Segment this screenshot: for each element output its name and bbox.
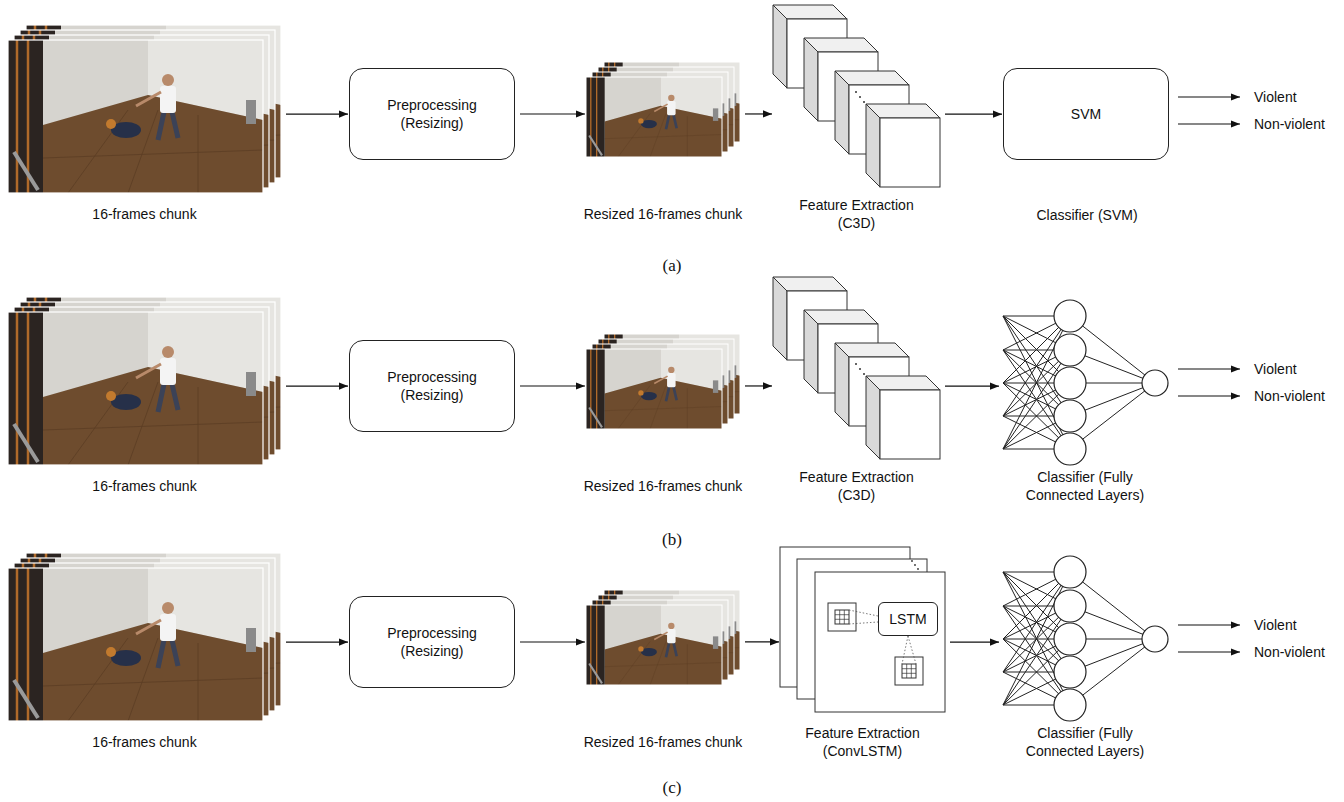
row-b-pictures (8, 297, 1240, 465)
row-a-pictures (8, 25, 1240, 193)
stage-caption: 16-frames chunk (35, 205, 255, 223)
box-label: Preprocessing (Resizing) (372, 96, 492, 132)
resized-chunk: Resized 16-frames chunk (586, 334, 740, 429)
flow-arrow (520, 113, 585, 114)
flow-arrow (286, 641, 348, 642)
feature-extractor: Feature Extraction (C3D) (773, 5, 940, 187)
flow-arrow (745, 641, 779, 642)
flow-arrow (286, 385, 348, 386)
class-output: Non-violent (1254, 387, 1325, 405)
classifier-box: SVMClassifier (SVM) (1003, 68, 1169, 160)
stage-caption: 16-frames chunk (35, 733, 255, 751)
flow-arrow (745, 385, 772, 386)
class-output: Violent (1254, 88, 1297, 106)
row-c-pictures (8, 553, 1240, 721)
resized-chunk: Resized 16-frames chunk (586, 590, 740, 685)
stage-caption: Classifier (SVM) (987, 206, 1187, 224)
class-output: Non-violent (1254, 115, 1325, 133)
subfigure-label: (b) (642, 530, 702, 550)
flow-arrow (950, 641, 999, 642)
feature-extractor: Feature Extraction (C3D) (773, 277, 940, 459)
subfigure-label: (c) (642, 778, 702, 798)
flow-arrow (520, 641, 585, 642)
flow-arrow (745, 113, 772, 114)
resized-chunk: Resized 16-frames chunk (586, 62, 740, 157)
box-label: Preprocessing (Resizing) (372, 624, 492, 660)
flow-arrow (520, 385, 585, 386)
class-output: Violent (1254, 360, 1297, 378)
box-label: SVM (1071, 105, 1101, 123)
box-label: Preprocessing (Resizing) (372, 368, 492, 404)
flow-arrow (286, 113, 348, 114)
fc-network (1003, 300, 1168, 465)
stage-caption: Resized 16-frames chunk (553, 205, 773, 223)
subfigure-label: (a) (642, 256, 702, 276)
process-box: Preprocessing (Resizing) (349, 340, 515, 432)
stage-caption: Classifier (Fully Connected Layers) (1003, 468, 1168, 504)
video-chunk: 16-frames chunk (8, 553, 281, 721)
convlstm-pages (780, 547, 945, 712)
video-chunk: 16-frames chunk (8, 297, 281, 465)
lstm-box: LSTM (878, 602, 938, 636)
class-output: Non-violent (1254, 643, 1325, 661)
stage-caption: 16-frames chunk (35, 477, 255, 495)
class-output: Violent (1254, 616, 1297, 634)
stage-caption: Resized 16-frames chunk (553, 477, 773, 495)
feature-extractor: Feature Extraction (ConvLSTM)LSTM (780, 547, 945, 712)
fc-network (1003, 556, 1168, 721)
process-box: Preprocessing (Resizing) (349, 596, 515, 688)
box-label: LSTM (889, 610, 926, 628)
stage-caption: Feature Extraction (C3D) (782, 196, 932, 232)
flow-arrow (945, 386, 999, 387)
classifier-network: Classifier (Fully Connected Layers) (1000, 556, 1170, 721)
c3d-cubes (773, 5, 940, 187)
stage-caption: Feature Extraction (C3D) (782, 468, 932, 504)
classifier-network: Classifier (Fully Connected Layers) (1000, 300, 1170, 465)
flow-arrow (945, 114, 1002, 115)
stage-caption: Resized 16-frames chunk (553, 733, 773, 751)
stage-caption: Classifier (Fully Connected Layers) (1003, 724, 1168, 760)
c3d-cubes (773, 277, 940, 459)
video-chunk: 16-frames chunk (8, 25, 281, 193)
process-box: Preprocessing (Resizing) (349, 68, 515, 160)
stage-caption: Feature Extraction (ConvLSTM) (788, 724, 938, 760)
